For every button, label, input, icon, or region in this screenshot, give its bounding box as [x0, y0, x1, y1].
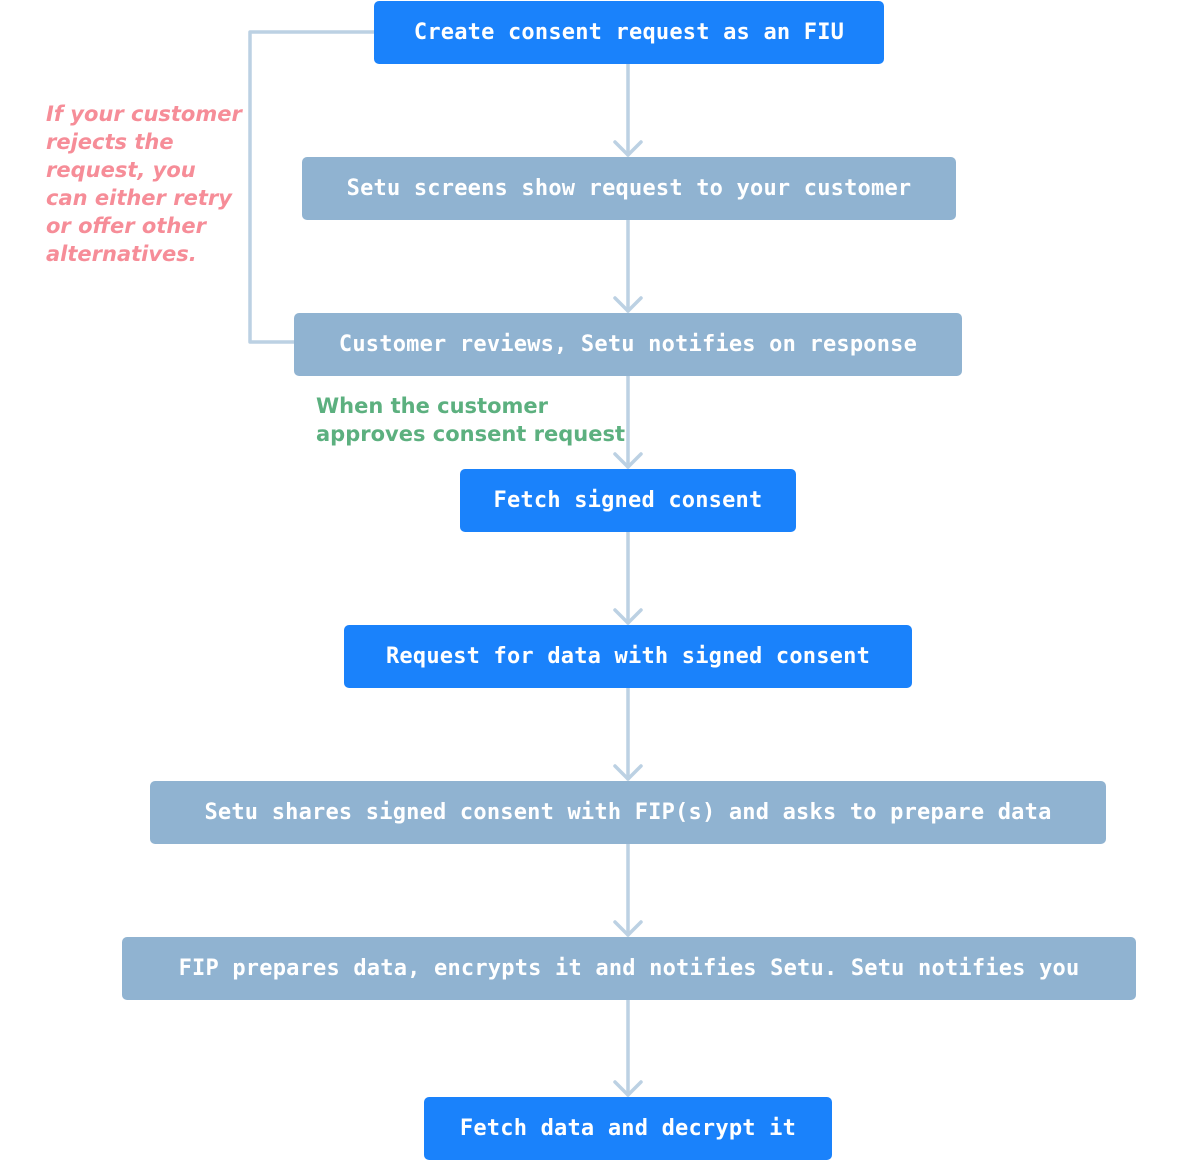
approve-note-line: When the customer	[316, 394, 549, 418]
arrowhead-2	[613, 140, 643, 157]
step-fetch-signed-consent: Fetch signed consent	[460, 469, 796, 532]
reject-note-line: can either retry	[46, 186, 232, 210]
step-fip-prepares-data: FIP prepares data, encrypts it and notif…	[122, 937, 1136, 1000]
step-create-consent-request: Create consent request as an FIU	[374, 1, 884, 64]
step-setu-shares-consent: Setu shares signed consent with FIP(s) a…	[150, 781, 1106, 844]
reject-note-line: request, you	[46, 158, 196, 182]
arrowhead-4	[613, 452, 643, 469]
arrowhead-6	[613, 764, 643, 781]
reject-note: If your customer rejects the request, yo…	[46, 100, 242, 268]
reject-note-line: If your customer	[46, 102, 242, 126]
arrowhead-7	[613, 920, 643, 937]
reject-note-line: or offer other	[46, 214, 206, 238]
approve-note-line: approves consent request	[316, 422, 625, 446]
reject-note-line: rejects the	[46, 130, 174, 154]
reject-loop-connector	[248, 30, 376, 344]
step-fetch-and-decrypt: Fetch data and decrypt it	[424, 1097, 832, 1160]
step-request-data: Request for data with signed consent	[344, 625, 912, 688]
arrowhead-3	[613, 296, 643, 313]
arrowhead-8	[613, 1080, 643, 1097]
arrowhead-5	[613, 608, 643, 625]
reject-note-line: alternatives.	[46, 242, 197, 266]
step-customer-reviews: Customer reviews, Setu notifies on respo…	[294, 313, 962, 376]
approve-note: When the customer approves consent reque…	[316, 392, 625, 448]
step-setu-screens-show-request: Setu screens show request to your custom…	[302, 157, 956, 220]
